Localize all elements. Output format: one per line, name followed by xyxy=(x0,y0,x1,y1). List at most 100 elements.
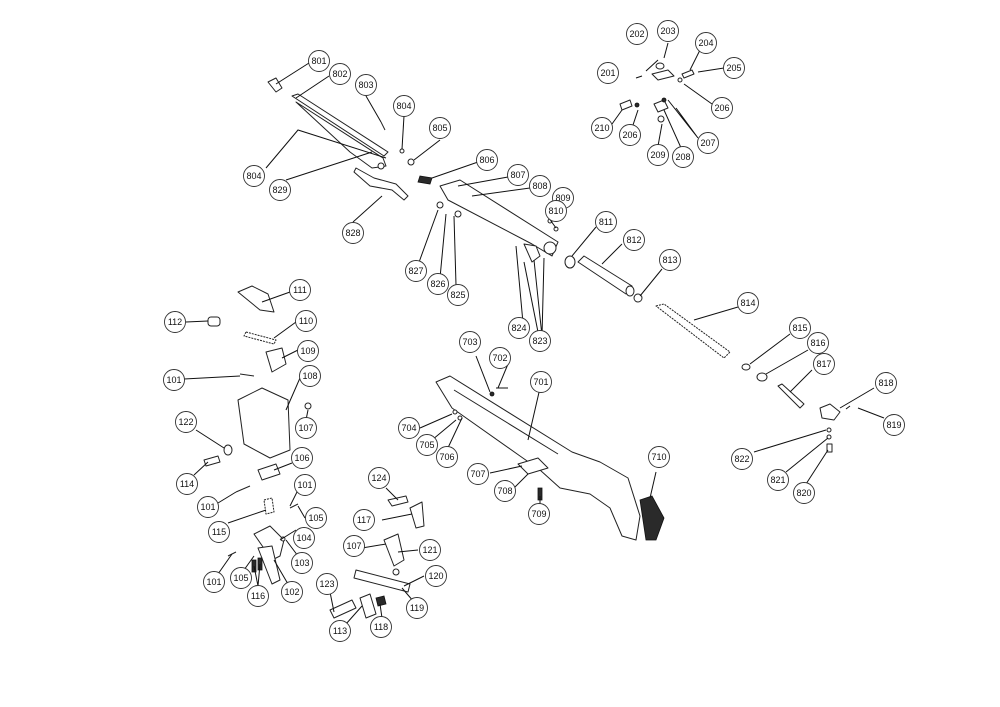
callout-207: 207 xyxy=(697,132,719,154)
callout-number: 105 xyxy=(308,513,323,523)
callout-number: 804 xyxy=(396,101,411,111)
callout-101b: 101 xyxy=(197,496,219,518)
callout-number: 203 xyxy=(660,26,675,36)
callout-816: 816 xyxy=(807,332,829,354)
callout-circle xyxy=(281,581,303,603)
callout-801: 801 xyxy=(308,50,330,72)
callout-number: 201 xyxy=(600,68,615,78)
callout-circle xyxy=(529,330,551,352)
callout-number: 805 xyxy=(432,123,447,133)
leader-lines xyxy=(183,42,885,625)
callout-number: 814 xyxy=(740,298,755,308)
callout-circle xyxy=(447,284,469,306)
callout-number: 810 xyxy=(548,206,563,216)
callout-number: 113 xyxy=(333,626,347,636)
callout-829: 829 xyxy=(269,179,291,201)
callout-circle xyxy=(626,23,648,45)
callout-707: 707 xyxy=(467,463,489,485)
callout-circle xyxy=(343,535,365,557)
callout-112: 112 xyxy=(164,311,186,333)
callout-113: 113 xyxy=(329,620,351,642)
callout-201: 201 xyxy=(597,62,619,84)
callout-804a: 804 xyxy=(393,95,415,117)
callout-circle xyxy=(416,434,438,456)
callout-number: 709 xyxy=(531,509,546,519)
callout-number: 807 xyxy=(510,170,525,180)
callout-number: 107 xyxy=(346,541,361,551)
callout-number: 101 xyxy=(200,502,215,512)
callout-105a: 105 xyxy=(305,507,327,529)
callout-number: 122 xyxy=(178,417,193,427)
callout-number: 117 xyxy=(357,515,371,525)
callout-827: 827 xyxy=(405,260,427,282)
callout-circle xyxy=(305,507,327,529)
callout-704: 704 xyxy=(398,417,420,439)
callout-808: 808 xyxy=(529,175,551,197)
callout-number: 825 xyxy=(450,290,465,300)
callout-circle xyxy=(230,567,252,589)
callout-107a: 107 xyxy=(295,417,317,439)
callout-number: 101 xyxy=(297,480,312,490)
callout-number: 801 xyxy=(311,56,326,66)
callout-circle xyxy=(203,571,225,593)
callout-number: 116 xyxy=(251,591,265,601)
callout-circle xyxy=(467,463,489,485)
callout-706: 706 xyxy=(436,446,458,468)
callout-number: 829 xyxy=(272,185,287,195)
callout-number: 827 xyxy=(408,266,423,276)
callout-812: 812 xyxy=(623,229,645,251)
callout-120: 120 xyxy=(425,565,447,587)
callout-705: 705 xyxy=(416,434,438,456)
callout-821: 821 xyxy=(767,469,789,491)
callout-820: 820 xyxy=(793,482,815,504)
callout-104: 104 xyxy=(293,527,315,549)
callout-circle xyxy=(329,63,351,85)
callout-circle xyxy=(370,616,392,638)
callout-number: 206 xyxy=(714,103,729,113)
callout-circle xyxy=(767,469,789,491)
callout-circle xyxy=(176,473,198,495)
callout-817: 817 xyxy=(813,353,835,375)
callout-822: 822 xyxy=(731,448,753,470)
callout-709: 709 xyxy=(528,503,550,525)
callout-circle xyxy=(425,565,447,587)
callout-circle xyxy=(208,521,230,543)
callout-210: 210 xyxy=(591,117,613,139)
callout-124: 124 xyxy=(368,467,390,489)
callout-number: 803 xyxy=(358,80,373,90)
callout-826: 826 xyxy=(427,273,449,295)
callout-813: 813 xyxy=(659,249,681,271)
callout-number: 202 xyxy=(629,29,644,39)
callout-number: 121 xyxy=(422,545,437,555)
callout-number: 102 xyxy=(284,587,299,597)
callout-number: 210 xyxy=(594,123,609,133)
callout-number: 815 xyxy=(792,323,807,333)
callout-circle xyxy=(419,539,441,561)
callout-circle xyxy=(164,311,186,333)
callout-circle xyxy=(807,332,829,354)
callout-circle xyxy=(793,482,815,504)
callout-number: 107 xyxy=(298,423,313,433)
callout-circle xyxy=(291,552,313,574)
callout-106: 106 xyxy=(291,447,313,469)
callout-number: 702 xyxy=(492,353,507,363)
callout-circle xyxy=(329,620,351,642)
callout-825: 825 xyxy=(447,284,469,306)
callout-circle xyxy=(530,371,552,393)
callout-number: 824 xyxy=(511,323,526,333)
callout-703: 703 xyxy=(459,331,481,353)
callout-101c: 101 xyxy=(294,474,316,496)
callout-819: 819 xyxy=(883,414,905,436)
callout-circle xyxy=(316,573,338,595)
callout-circle xyxy=(459,331,481,353)
callout-828: 828 xyxy=(342,222,364,244)
callout-117: 117 xyxy=(353,509,375,531)
callout-circle xyxy=(595,211,617,233)
callout-110: 110 xyxy=(295,310,317,332)
callout-number: 817 xyxy=(816,359,831,369)
callout-number: 813 xyxy=(662,255,677,265)
callout-number: 826 xyxy=(430,279,445,289)
callout-206a: 206 xyxy=(711,97,733,119)
callout-circle xyxy=(723,57,745,79)
callout-number: 701 xyxy=(533,377,548,387)
